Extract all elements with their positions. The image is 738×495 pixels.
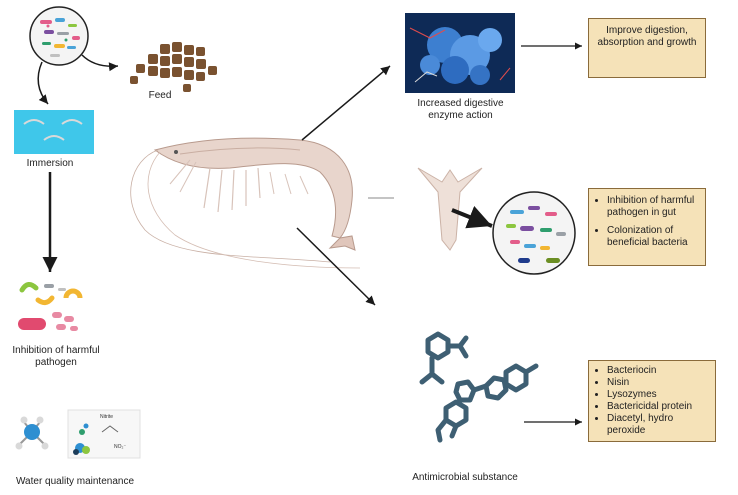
- water-quality-label: Water quality maintenance: [15, 476, 135, 487]
- antimicrobial-item: Lysozymes: [607, 389, 709, 401]
- antimicrobial-molecules-icon: [419, 331, 539, 443]
- antimicrobial-list: Bacteriocin Nisin Lysozymes Bactericidal…: [589, 361, 715, 443]
- gut-benefits-box: Inhibition of harmful pathogen in gut Co…: [588, 188, 706, 266]
- nitrite-panel-icon: [67, 409, 141, 459]
- immersion-tank-icon: [14, 110, 94, 154]
- arrow-to-enzyme: [301, 65, 391, 141]
- immersion-label: Immersion: [26, 158, 74, 169]
- gut-benefits-list: Inhibition of harmful pathogen in gut Co…: [589, 189, 705, 255]
- inhibition-pathogen-label: Inhibition of harmful pathogen: [12, 345, 100, 368]
- enzyme-structure-image: [405, 13, 515, 93]
- antimicrobial-box: Bacteriocin Nisin Lysozymes Bactericidal…: [588, 360, 716, 442]
- no2-text: NO₂⁻: [114, 444, 127, 450]
- antimicrobial-item: Nisin: [607, 377, 709, 389]
- gut-benefit-item: Colonization of beneficial bacteria: [607, 225, 699, 249]
- enzyme-action-label: Increased digestive enzyme action: [417, 98, 504, 121]
- arrow-to-immersion: [37, 61, 49, 105]
- arrow-to-feed: [81, 54, 119, 72]
- pathogen-cluster-icon: [18, 282, 83, 331]
- antimicrobial-item: Diacetyl, hydro peroxide: [607, 413, 709, 437]
- gut-bacteria-circle: [492, 191, 576, 275]
- gut-benefit-item: Inhibition of harmful pathogen in gut: [607, 195, 699, 219]
- shrimp-gut-silhouette: [417, 167, 483, 251]
- feed-label: Feed: [148, 90, 172, 101]
- digestion-box: Improve digestion, absorption and growth: [588, 18, 706, 78]
- antimicrobial-item: Bactericidal protein: [607, 401, 709, 413]
- ammonia-molecule-icon: [15, 416, 49, 450]
- antimicrobial-substance-label: Antimicrobial substance: [412, 472, 518, 483]
- arrow-to-gut-circle: [451, 205, 493, 229]
- shrimp-illustration: [130, 137, 361, 269]
- antimicrobial-item: Bacteriocin: [607, 365, 709, 377]
- nitrite-text: Nitrite: [100, 414, 114, 420]
- arrow-to-antimicrobial: [296, 227, 376, 306]
- feed-pellets-icon: [130, 42, 217, 92]
- probiotic-bacteria-circle: [29, 6, 89, 66]
